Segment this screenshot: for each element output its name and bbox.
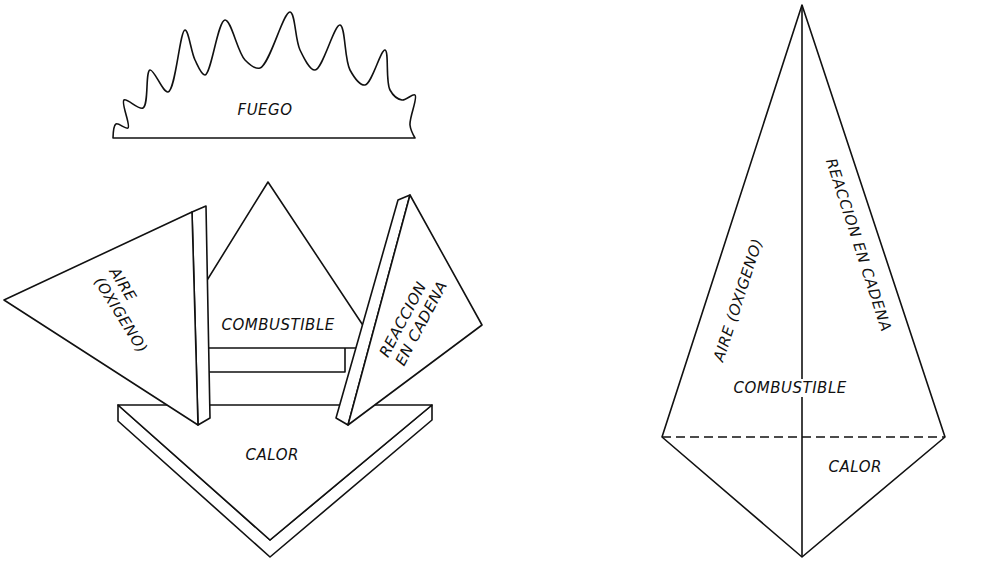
shape-outline: [108, 5, 420, 145]
node-label: COMBUSTIBLE: [222, 316, 335, 334]
tetrahedron: AIRE (OXIGENO)REACCION EN CADENACOMBUSTI…: [650, 0, 960, 562]
node-label: FUEGO: [238, 101, 293, 119]
outline-path: [662, 5, 945, 557]
node-label: CALOR: [246, 446, 299, 464]
shape-outline: [650, 0, 960, 562]
outline-path: [662, 436, 945, 438]
shape-outline: [110, 398, 440, 562]
outline-path: [113, 12, 416, 138]
triangle-slab: REACCION EN CADENA: [330, 188, 490, 430]
triangle-plate: CALOR: [110, 398, 440, 562]
outline-path: [118, 405, 432, 557]
outline-path: [118, 405, 432, 540]
outline-path: [801, 5, 803, 557]
shape-outline: [0, 200, 215, 430]
outline-path: [4, 212, 198, 425]
outline-path: [200, 348, 345, 372]
node-label: COMBUSTIBLE: [732, 379, 849, 397]
outline-path: [165, 182, 378, 348]
triangle-slab: AIRE (OXIGENO): [0, 200, 215, 430]
flame-shape: FUEGO: [108, 5, 420, 145]
outline-path: [348, 195, 482, 425]
node-label: CALOR: [829, 458, 882, 476]
